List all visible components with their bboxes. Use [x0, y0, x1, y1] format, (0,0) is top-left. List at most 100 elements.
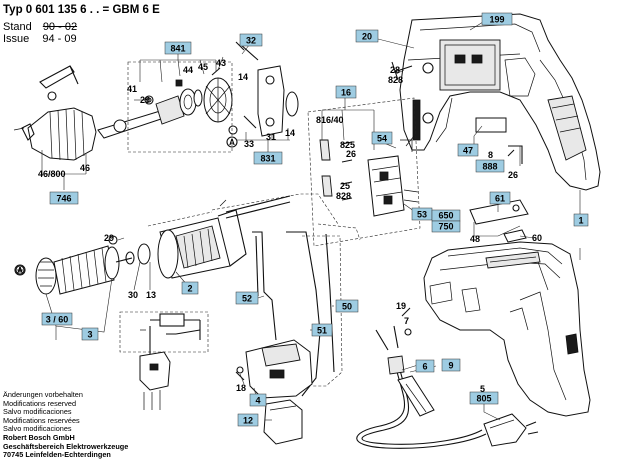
part-746: 746: [56, 194, 71, 204]
part-29-top: 29: [140, 95, 150, 105]
part-828-mid: 828: [336, 191, 351, 201]
label-box-746: [49, 191, 79, 205]
label-box-51: [311, 323, 333, 337]
part-14-top: 14: [238, 72, 248, 82]
leader-lines: [41, 18, 581, 421]
part-45: 45: [198, 62, 208, 72]
part-46: 46: [80, 163, 90, 173]
part-888: 888: [482, 162, 497, 172]
part-8: 8: [488, 150, 493, 160]
part-3: 3: [87, 330, 92, 340]
part-20: 20: [362, 32, 372, 42]
label-box-4: [249, 393, 267, 407]
switch-small-parts: [391, 61, 529, 243]
label-box-16: [335, 85, 357, 99]
part-7: 7: [404, 316, 409, 326]
part-14-right: 14: [285, 128, 295, 138]
label-box-1: [573, 213, 589, 227]
label-box-805: [469, 391, 499, 405]
chuck-assembly: [13, 41, 299, 161]
label-box-52: [235, 291, 259, 305]
label-box-47: [457, 143, 479, 157]
part-750: 750: [438, 222, 453, 232]
part-6: 6: [422, 362, 427, 372]
part-48: 48: [470, 234, 480, 244]
part-33: 33: [244, 139, 254, 149]
housing-half-shell-outer: [423, 241, 591, 417]
part-61: 61: [495, 194, 505, 204]
brush-holder-group: [307, 97, 421, 247]
stand-line: Stand 90 - 02: [3, 21, 77, 34]
type-number: 0 601 135 6 . .: [25, 4, 100, 16]
label-box-50: [335, 299, 359, 313]
field-stator: [147, 193, 339, 279]
label-box-3-60: [41, 312, 73, 326]
footer-line-3: Salvo modificaciones: [3, 407, 72, 417]
cables: [119, 223, 361, 397]
label-box-888: [475, 159, 505, 173]
part-828-top: 828: [388, 75, 403, 85]
marker-a-left: [14, 264, 26, 276]
part-26-mid: 26: [346, 149, 356, 159]
svg-text:A: A: [17, 266, 23, 275]
power-cord-and-plug: [356, 307, 539, 449]
label-box-9: [441, 358, 461, 372]
part-3-60: 3 / 60: [46, 315, 69, 325]
part-2: 2: [187, 284, 192, 294]
footer-line-4: Modifications reservées: [3, 415, 80, 425]
part-12: 12: [243, 416, 253, 426]
part-650: 650: [438, 211, 453, 221]
part-52: 52: [242, 294, 252, 304]
part-5: 5: [480, 384, 485, 394]
label-box-831: [253, 151, 283, 165]
label-box-199: [481, 12, 513, 26]
footer-line-5: Salvo modificaciones: [3, 424, 72, 434]
reference-markers: A A: [14, 136, 238, 276]
label-box-54: [371, 131, 393, 145]
label-box-61: [489, 191, 511, 205]
housing-half-shell: [399, 13, 601, 191]
part-26-right: 26: [508, 170, 518, 180]
type-prefix: Typ: [3, 4, 23, 16]
part-28-top: 28: [390, 65, 400, 75]
model-name: GBM 6 E: [112, 4, 160, 16]
footer-line-1: Änderungen vorbehalten: [3, 390, 83, 399]
label-box-6: [415, 359, 435, 373]
part-831: 831: [260, 154, 275, 164]
type-line: Typ 0 601 135 6 . . = GBM 6 E: [3, 4, 160, 17]
part-44: 44: [183, 65, 193, 75]
model-separator: =: [102, 4, 110, 16]
part-13: 13: [146, 290, 156, 300]
issue-label: Issue: [3, 33, 30, 45]
trigger-switch: [139, 339, 313, 445]
part-54: 54: [377, 134, 387, 144]
svg-text:A: A: [229, 138, 235, 147]
part-50: 50: [342, 302, 352, 312]
part-19: 19: [396, 301, 406, 311]
issue-value: 94 - 09: [42, 33, 77, 45]
company-name: Robert Bosch GmbH: [3, 432, 75, 442]
part-9: 9: [448, 361, 453, 371]
marker-a-top: [226, 136, 238, 148]
stand-value: 90 - 02: [42, 21, 78, 33]
part-825: 825: [340, 140, 355, 150]
part-30: 30: [128, 290, 138, 300]
part-60: 60: [532, 233, 542, 243]
issue-line: Issue 94 - 09: [3, 33, 77, 46]
footer-notes: Änderungen vorbehalten Modifications res…: [3, 390, 128, 460]
part-1: 1: [578, 216, 583, 226]
part-841: 841: [170, 44, 185, 54]
label-box-3: [81, 327, 99, 341]
label-box-841: [164, 41, 192, 55]
part-816-40: 816/40: [316, 115, 344, 125]
part-46-800: 46/800: [38, 169, 66, 179]
label-box-12: [237, 413, 259, 427]
part-32: 32: [246, 36, 256, 46]
boxed-part-labels: 199 20 32 841 831 746 16 54 47 888 53 61: [41, 12, 589, 427]
part-25: 25: [340, 181, 350, 191]
part-805: 805: [476, 394, 491, 404]
part-53: 53: [417, 210, 427, 220]
part-41: 41: [127, 84, 137, 94]
